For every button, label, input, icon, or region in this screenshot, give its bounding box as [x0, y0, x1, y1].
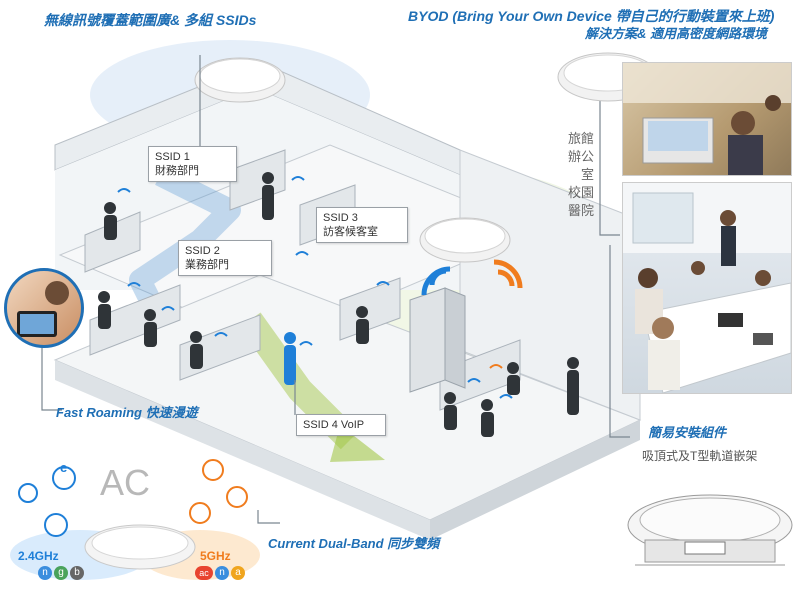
std-b: b	[70, 566, 84, 580]
server-rack-side	[444, 287, 466, 389]
cubicles	[84, 149, 521, 411]
venue-office: 辦公室	[567, 149, 594, 182]
ssid2-label: SSID 2 業務部門	[178, 240, 272, 276]
std-n-24: n	[38, 566, 52, 580]
ssid3-dept: 訪客候客室	[323, 226, 378, 238]
ssid1-dept: 財務部門	[155, 165, 199, 177]
classroom-photo	[622, 62, 792, 176]
ssid1-label: SSID 1 財務部門	[148, 146, 237, 182]
byod-title: BYOD (Bring Your Own Device 帶自己的行動裝置來上班)	[408, 8, 775, 24]
ssid4-name: SSID 4 VoIP	[303, 419, 365, 431]
std-n-5: n	[215, 566, 229, 580]
std-ac: ac	[195, 566, 213, 580]
wifi-indicators	[117, 176, 513, 399]
band-24-standards: n g b	[38, 566, 84, 580]
access-point-middle	[419, 217, 511, 263]
dual-band-signal	[421, 259, 523, 296]
venue-campus: 校園	[567, 185, 594, 200]
band-24-label: 2.4GHz	[18, 549, 59, 563]
meeting-photo	[622, 182, 792, 394]
e-icon: e	[60, 460, 68, 475]
byod-subtitle: 解決方案& 適用高密度網路環境	[585, 26, 768, 41]
tablet-user-photo	[4, 268, 84, 348]
mount-description: 吸頂式及T型軌道嵌架	[642, 449, 758, 463]
dual-band-caption: Current Dual-Band 同步雙頻	[268, 536, 440, 551]
ssid2-dept: 業務部門	[185, 259, 229, 271]
band-5-label: 5GHz	[200, 549, 231, 563]
meeting-photo-scene	[623, 183, 791, 393]
classroom-photo-scene	[623, 63, 791, 175]
wifi-indicators-orange	[489, 364, 503, 369]
venue-list: 旅館 辦公室 校園 醫院	[562, 130, 594, 220]
ssid4-label: SSID 4 VoIP	[296, 414, 386, 436]
people	[98, 172, 579, 437]
easy-install-caption: 簡易安裝組件	[648, 425, 727, 440]
floor-edge-right	[430, 420, 640, 540]
fast-roaming-caption: Fast Roaming 快速漫遊	[56, 405, 198, 420]
tablet-user-scene	[17, 281, 69, 337]
mounting-kit-drawing	[627, 494, 793, 566]
coverage-title: 無線訊號覆蓋範圍廣& 多組 SSIDs	[44, 12, 257, 28]
band-5-standards: ac n a	[195, 566, 245, 580]
ssid3-label: SSID 3 訪客候客室	[316, 207, 408, 243]
ac-label: AC	[100, 462, 151, 503]
venue-hotel: 旅館	[567, 131, 594, 146]
ssid1-name: SSID 1	[155, 151, 190, 163]
venue-hospital: 醫院	[567, 203, 594, 218]
access-point-top	[194, 57, 286, 103]
ssid2-name: SSID 2	[185, 245, 220, 257]
walking-person	[284, 332, 296, 385]
server-rack	[409, 287, 446, 393]
ssid3-name: SSID 3	[323, 212, 358, 224]
floor-edge-left	[55, 360, 430, 540]
std-a: a	[231, 566, 245, 580]
std-g: g	[54, 566, 68, 580]
